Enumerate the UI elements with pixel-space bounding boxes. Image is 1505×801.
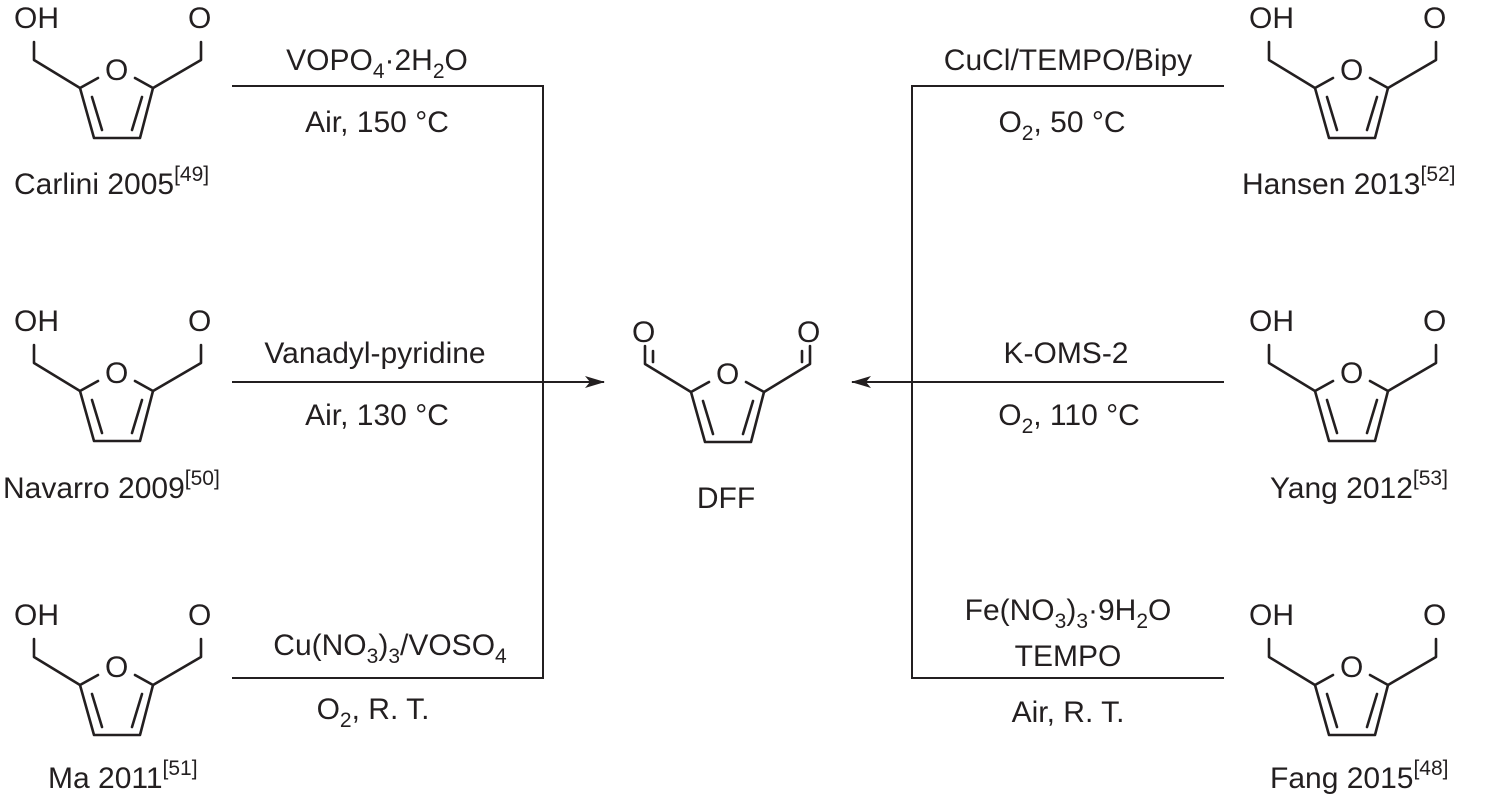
right-3-reagent: Fe(NO3)3·9H2O <box>965 594 1172 633</box>
left-3-citation: Ma 2011[51] <box>48 757 198 795</box>
right-2-reagent: K-OMS-2 <box>1003 337 1128 370</box>
ring-o-label: O <box>1340 357 1363 390</box>
aldehyde-o-label: O <box>188 305 211 338</box>
aldehyde-o-label: O <box>632 316 655 349</box>
aldehyde-o-label: O <box>188 2 211 35</box>
ring-o-label: O <box>1340 54 1363 87</box>
left-hmf-1: OH O O <box>14 2 211 140</box>
product-label: DFF <box>697 482 755 515</box>
right-1-reagent: CuCl/TEMPO/Bipy <box>944 44 1192 77</box>
left-2-conditions: Air, 130 °C <box>305 399 449 432</box>
ring-o-label: O <box>716 358 739 391</box>
left-2-citation: Navarro 2009[50] <box>3 467 220 505</box>
right-3-citation: Fang 2015[48] <box>1270 757 1448 795</box>
left-1-reagent: VOPO4·2H2O <box>286 44 468 83</box>
oh-label: OH <box>1249 599 1294 632</box>
aldehyde-o-label: O <box>188 599 211 632</box>
left-hmf-3: OH O O <box>14 599 211 737</box>
left-connector <box>232 85 605 679</box>
right-hmf-3: OH O O <box>1249 599 1446 737</box>
oh-label: OH <box>1249 2 1294 35</box>
ring-o-label: O <box>105 357 128 390</box>
dff-molecule: O O O <box>632 316 820 444</box>
aldehyde-o-label: O <box>797 316 820 349</box>
ring-o-label: O <box>1340 651 1363 684</box>
left-3-reagent: Cu(NO3)3/VOSO4 <box>273 629 507 668</box>
right-3-reagent-2: TEMPO <box>1015 640 1122 673</box>
aldehyde-o-label: O <box>1423 2 1446 35</box>
oh-label: OH <box>14 305 59 338</box>
aldehyde-o-label: O <box>1423 305 1446 338</box>
oh-label: OH <box>14 2 59 35</box>
oh-label: OH <box>14 599 59 632</box>
left-1-conditions: Air, 150 °C <box>305 106 449 139</box>
left-1-citation: Carlini 2005[49] <box>14 163 209 201</box>
right-1-conditions: O2, 50 °C <box>998 106 1125 145</box>
right-2-citation: Yang 2012[53] <box>1270 467 1448 505</box>
left-2-reagent: Vanadyl-pyridine <box>264 337 485 370</box>
oh-label: OH <box>1249 305 1294 338</box>
right-connector <box>851 85 1224 679</box>
right-2-conditions: O2, 110 °C <box>998 399 1140 438</box>
right-hmf-1: OH O O <box>1249 2 1446 140</box>
right-3-conditions: Air, R. T. <box>1012 696 1125 729</box>
ring-o-label: O <box>105 651 128 684</box>
left-hmf-2: OH O O <box>14 305 211 443</box>
right-hmf-2: OH O O <box>1249 305 1446 443</box>
aldehyde-o-label: O <box>1423 599 1446 632</box>
left-3-conditions: O2, R. T. <box>317 693 430 732</box>
ring-o-label: O <box>105 54 128 87</box>
right-1-citation: Hansen 2013[52] <box>1242 163 1456 201</box>
